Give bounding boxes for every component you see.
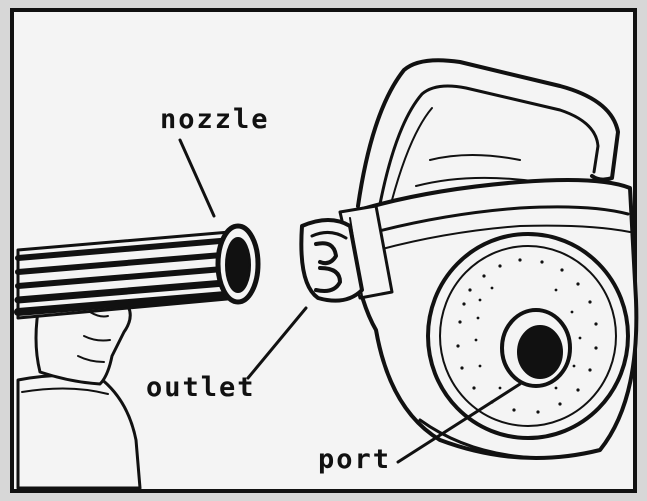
outlet-label: outlet [146, 372, 256, 403]
port-label: port [318, 444, 391, 475]
nozzle-leader-line [180, 140, 214, 216]
outlet-leader-line [248, 308, 306, 378]
nozzle-label: nozzle [160, 104, 270, 135]
blower-body [301, 60, 636, 458]
nozzle-tube [18, 226, 258, 318]
